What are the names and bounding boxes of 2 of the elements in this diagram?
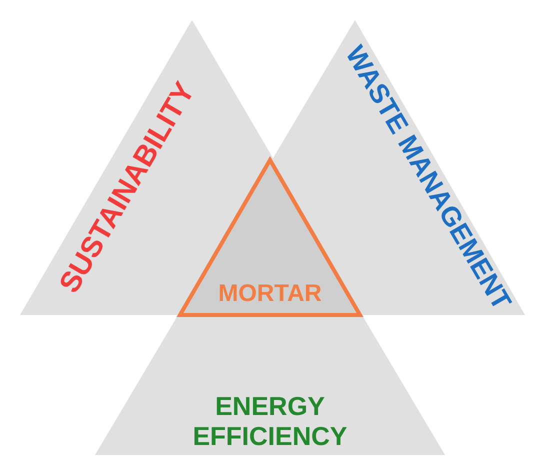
triangle-label: MORTAR [218,280,322,308]
triangle-label: ENERGY EFFICIENCY [192,392,348,452]
